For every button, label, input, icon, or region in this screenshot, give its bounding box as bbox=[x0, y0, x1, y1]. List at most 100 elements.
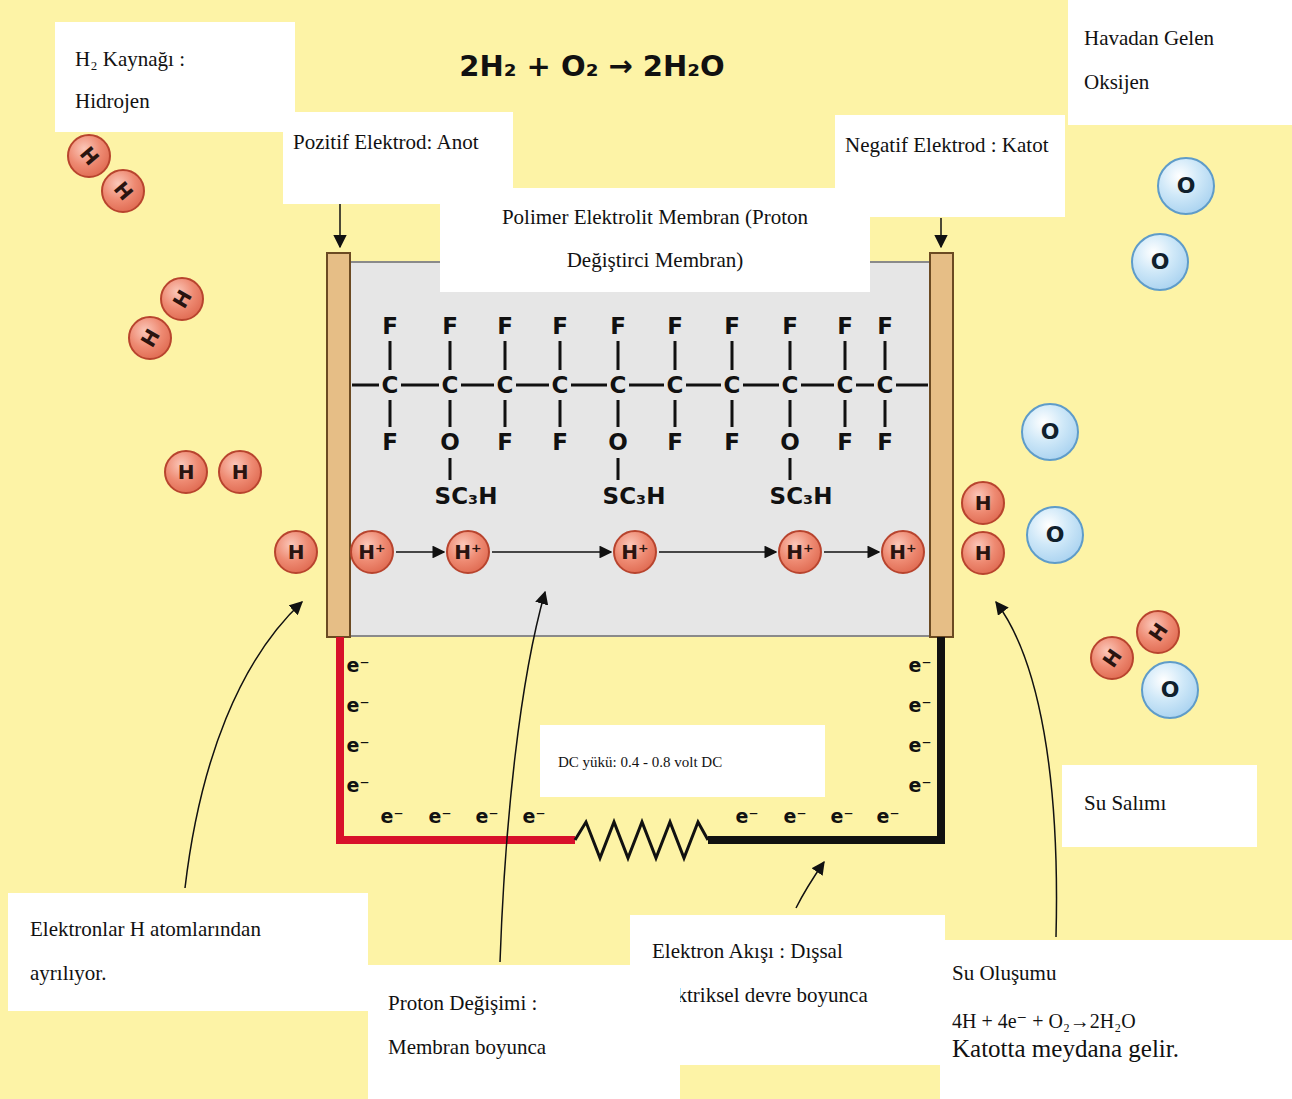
electron-label: e⁻ bbox=[909, 696, 932, 715]
electron-label: e⁻ bbox=[909, 776, 932, 795]
oxygen-atom: O bbox=[1141, 661, 1199, 719]
membrane-body bbox=[350, 262, 930, 636]
box-text: Polimer Elektrolit Membran (Proton Değiş… bbox=[490, 196, 820, 282]
bond-line bbox=[844, 341, 847, 370]
proton-arrow bbox=[824, 551, 879, 553]
bond-line bbox=[401, 384, 439, 387]
box-text: 4H + 4e⁻ + O₂→2H₂O bbox=[952, 1008, 1280, 1034]
atom-symbol: H⁺ bbox=[454, 542, 481, 562]
hydrogen-atom: H bbox=[164, 450, 208, 494]
polymer-atom: F bbox=[666, 430, 684, 455]
electron-label: e⁻ bbox=[736, 807, 759, 826]
polymer-atom: C bbox=[781, 373, 800, 398]
bond-line bbox=[884, 400, 887, 427]
bond-line bbox=[789, 400, 792, 427]
atom-symbol: O bbox=[1161, 679, 1180, 701]
electron-label: e⁻ bbox=[523, 807, 546, 826]
label-box: Polimer Elektrolit Membran (Proton Değiş… bbox=[440, 188, 870, 292]
label-box: DC yükü: 0.4 - 0.8 volt DC bbox=[540, 725, 825, 797]
hydrogen-atom: H bbox=[1090, 636, 1134, 680]
polymer-atom: F bbox=[781, 314, 799, 339]
electron-label: e⁻ bbox=[831, 807, 854, 826]
bond-line bbox=[449, 458, 452, 480]
electron-label: e⁻ bbox=[476, 807, 499, 826]
polymer-atom: F bbox=[723, 430, 741, 455]
box-text: Elektron Akışı : Dışsal elektriksel devr… bbox=[652, 929, 877, 1017]
polymer-atom: SC₃H bbox=[434, 484, 499, 509]
box-text: Katotta meydana gelir. bbox=[952, 1034, 1280, 1064]
proton-arrow bbox=[492, 551, 611, 553]
bond-line bbox=[896, 384, 928, 387]
bond-line bbox=[571, 384, 607, 387]
polymer-atom: C bbox=[836, 373, 855, 398]
polymer-atom: F bbox=[876, 430, 894, 455]
bond-line bbox=[731, 341, 734, 370]
atom-symbol: H⁺ bbox=[889, 542, 916, 562]
bond-line bbox=[389, 400, 392, 427]
bond-line bbox=[789, 458, 792, 480]
label-box: Su Oluşumu 4H + 4e⁻ + O₂→2H₂OKatotta meyd… bbox=[940, 940, 1292, 1099]
atom-symbol: O bbox=[1041, 421, 1060, 443]
label-box: Su Salımı bbox=[1062, 765, 1257, 847]
bond-line bbox=[731, 400, 734, 427]
bond-line bbox=[674, 341, 677, 370]
atom-symbol: H⁺ bbox=[358, 542, 385, 562]
polymer-atom: SC₃H bbox=[602, 484, 667, 509]
oxygen-atom: O bbox=[1026, 506, 1084, 564]
box-text: Pozitif Elektrod: Anot bbox=[293, 120, 483, 164]
electron-label: e⁻ bbox=[784, 807, 807, 826]
polymer-atom: C bbox=[723, 373, 742, 398]
hydrogen-atom: H bbox=[128, 316, 172, 360]
hydrogen-atom: H⁺ bbox=[446, 530, 490, 574]
electron-label: e⁻ bbox=[429, 807, 452, 826]
electron-label: e⁻ bbox=[347, 696, 370, 715]
bond-line bbox=[789, 341, 792, 370]
bond-line bbox=[801, 384, 834, 387]
polymer-atom: O bbox=[439, 430, 461, 455]
atom-symbol: H bbox=[1145, 619, 1171, 644]
atom-symbol: O bbox=[1151, 251, 1170, 273]
label-box: Proton Değişimi : Membran boyunca bbox=[368, 965, 680, 1099]
hydrogen-atom: H bbox=[67, 134, 111, 178]
polymer-atom: F bbox=[836, 430, 854, 455]
hydrogen-atom: H⁺ bbox=[613, 530, 657, 574]
bond-line bbox=[856, 384, 874, 387]
hydrogen-atom: H bbox=[101, 169, 145, 213]
atom-symbol: H bbox=[288, 542, 305, 562]
polymer-atom: F bbox=[381, 430, 399, 455]
box-text: Proton Değişimi : Membran boyunca bbox=[388, 981, 608, 1069]
polymer-atom: F bbox=[666, 314, 684, 339]
bond-line bbox=[461, 384, 494, 387]
hydrogen-atom: H bbox=[961, 531, 1005, 575]
bond-line bbox=[617, 341, 620, 370]
box-text: Su Salımı bbox=[1084, 789, 1235, 818]
bond-line bbox=[617, 458, 620, 480]
box-text: H₂ Kaynağı : Hidrojen bbox=[75, 38, 225, 122]
polymer-atom: F bbox=[496, 314, 514, 339]
oxygen-atom: O bbox=[1131, 233, 1189, 291]
polymer-atom: C bbox=[876, 373, 895, 398]
electron-label: e⁻ bbox=[347, 736, 370, 755]
bond-line bbox=[559, 400, 562, 427]
bond-line bbox=[352, 384, 379, 387]
bond-line bbox=[559, 341, 562, 370]
electron-label: e⁻ bbox=[877, 807, 900, 826]
hydrogen-atom: H bbox=[274, 530, 318, 574]
atom-symbol: H bbox=[975, 493, 992, 513]
polymer-atom: C bbox=[666, 373, 685, 398]
cathode-plate bbox=[930, 253, 953, 637]
label-box: H₂ Kaynağı : Hidrojen bbox=[55, 22, 295, 132]
electron-label: e⁻ bbox=[347, 656, 370, 675]
atom-symbol: H bbox=[169, 287, 195, 312]
electron-label: e⁻ bbox=[909, 656, 932, 675]
polymer-atom: F bbox=[876, 314, 894, 339]
polymer-atom: F bbox=[609, 314, 627, 339]
atom-symbol: H bbox=[76, 143, 102, 169]
polymer-atom: F bbox=[441, 314, 459, 339]
bond-line bbox=[743, 384, 779, 387]
oxygen-atom: O bbox=[1157, 157, 1215, 215]
polymer-atom: C bbox=[496, 373, 515, 398]
proton-arrow bbox=[659, 551, 776, 553]
box-text: Su Oluşumu bbox=[952, 958, 1280, 990]
bond-line bbox=[504, 341, 507, 370]
